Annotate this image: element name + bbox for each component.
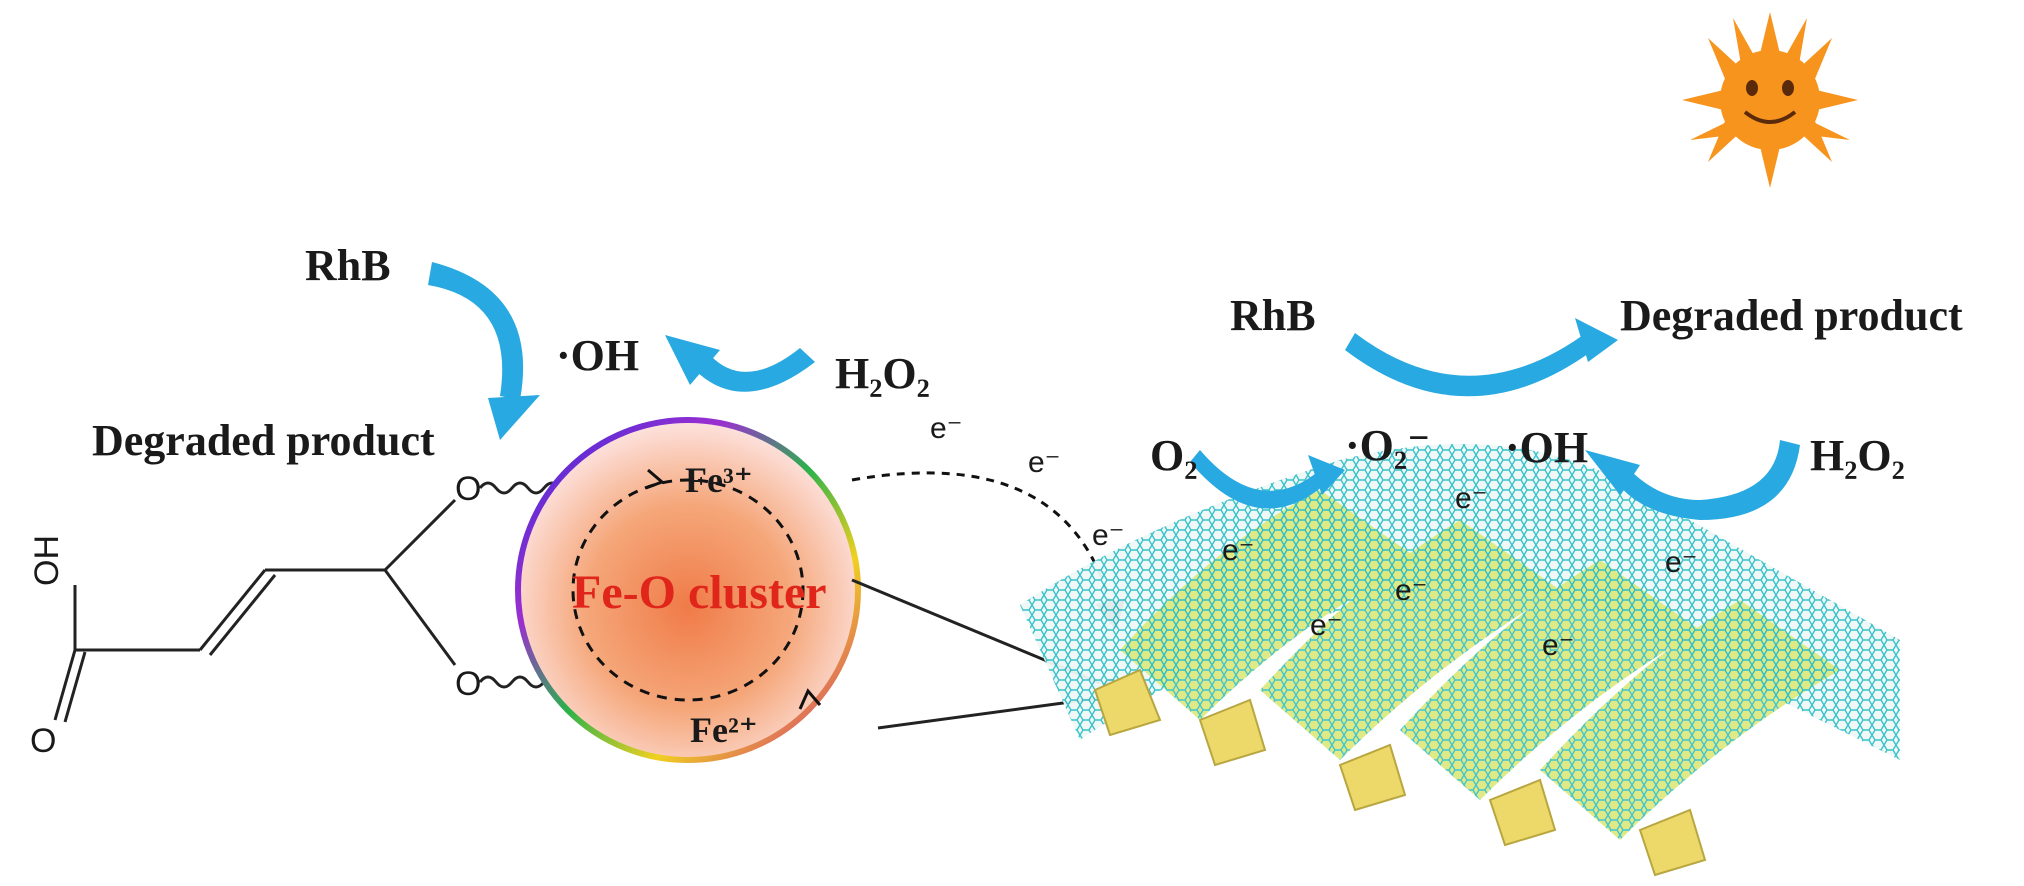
electron-transfer-arrow — [851, 471, 1126, 631]
nanostructure — [1020, 444, 1900, 877]
electron-label-3: e⁻ — [1092, 519, 1125, 552]
electron-label-6: e⁻ — [1310, 609, 1343, 642]
right-reaction-arrows — [1190, 318, 1800, 520]
electron-label-9: e⁻ — [1665, 546, 1698, 579]
fe-o-cluster — [515, 417, 861, 763]
electron-label-1: e⁻ — [930, 412, 963, 445]
o2-label: O₂ — [1150, 431, 1197, 480]
h2o2-left-label: H₂O₂ — [835, 349, 930, 398]
zoom-line-lower — [877, 696, 1101, 730]
electron-label-4: e⁻ — [1222, 534, 1255, 567]
oh-right-label: ·OH — [1505, 423, 1588, 472]
cluster-label: Fe-O cluster — [572, 566, 827, 619]
electron-label-2: e⁻ — [1028, 446, 1061, 479]
ether-o-upper-label: O — [455, 470, 481, 508]
degraded-left-label: Degraded product — [92, 416, 435, 465]
h2o2-right-label: H₂O₂ — [1810, 431, 1905, 480]
electron-label-5: e⁻ — [1395, 574, 1428, 607]
fe2-label: Fe²⁺ — [690, 710, 758, 750]
electron-label-8: e⁻ — [1542, 629, 1575, 662]
superoxide-label: ·O₂⁻ — [1345, 421, 1430, 470]
carbonyl-o-label: O — [30, 722, 56, 760]
left-reaction-arrows — [428, 262, 815, 440]
molecule-structure — [53, 481, 562, 723]
sun-icon — [1682, 12, 1858, 188]
rhb-left-label: RhB — [305, 241, 391, 290]
rhb-right-label: RhB — [1230, 291, 1316, 340]
ether-o-lower-label: O — [455, 665, 481, 703]
fe3-label: Fe³⁺ — [685, 460, 753, 500]
degraded-right-label: Degraded product — [1620, 291, 1963, 340]
hydroxyl-label: OH — [28, 535, 66, 586]
electron-label-7: e⁻ — [1455, 482, 1488, 515]
oh-left-label: ·OH — [556, 331, 639, 380]
